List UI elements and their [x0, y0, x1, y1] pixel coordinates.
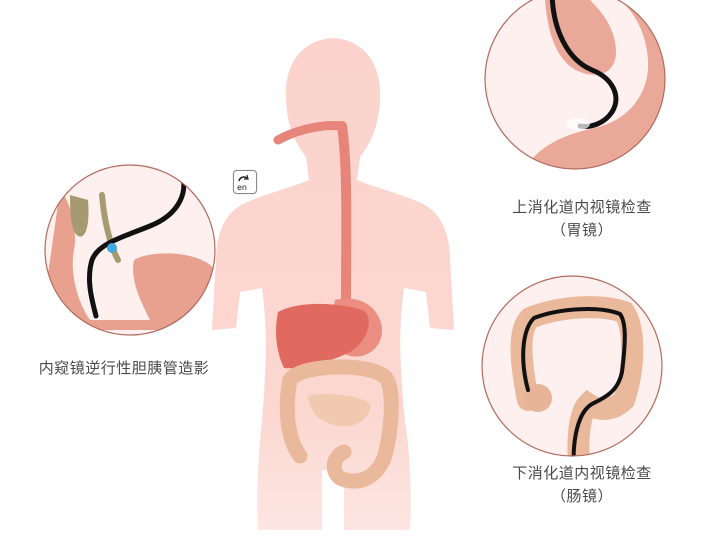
duodenum	[45, 190, 215, 330]
digestive-tract	[273, 121, 399, 489]
ercp-caption: 内窥镜逆行性胆胰管造影	[8, 357, 240, 380]
endoscope-tube	[549, 0, 619, 129]
colonoscopy-caption-line2: （肠镜）	[550, 487, 613, 505]
colonoscopy-illustration	[481, 275, 663, 457]
cecum	[524, 384, 552, 412]
bile-duct	[99, 192, 121, 263]
ercp-illustration	[44, 164, 216, 336]
badge-text: en	[237, 183, 247, 192]
small-intestine	[308, 394, 371, 427]
duodenoscope-tube	[87, 167, 187, 319]
gastroscopy-caption-line1: 上消化道内视镜检查	[512, 198, 652, 216]
ercp-ring	[44, 164, 216, 336]
gastroscopy-ring	[484, 0, 666, 170]
colonoscopy-ring	[481, 275, 663, 457]
ercp-caption-text: 内窥镜逆行性胆胰管造影	[38, 359, 210, 377]
esophagus	[337, 121, 352, 305]
ascending-colon	[279, 372, 308, 464]
colonoscope-tube	[521, 307, 627, 456]
large-intestine	[282, 359, 399, 489]
gastroscopy-caption: 上消化道内视镜检查 （胃镜）	[478, 196, 686, 242]
colonoscopy-caption-line1: 下消化道内视镜检查	[512, 464, 652, 482]
liver	[276, 303, 369, 369]
contrast-dot	[107, 243, 117, 253]
gallbladder	[70, 195, 89, 237]
translate-icon: en	[237, 174, 249, 192]
stomach-wall	[520, 0, 665, 169]
endoscope-light	[566, 118, 590, 130]
translate-badge[interactable]: en	[233, 170, 257, 194]
colonoscopy-caption: 下消化道内视镜检查 （肠镜）	[478, 462, 686, 508]
gastroscopy-caption-line2: （胃镜）	[550, 221, 613, 239]
gastroscopy-illustration	[484, 0, 666, 170]
